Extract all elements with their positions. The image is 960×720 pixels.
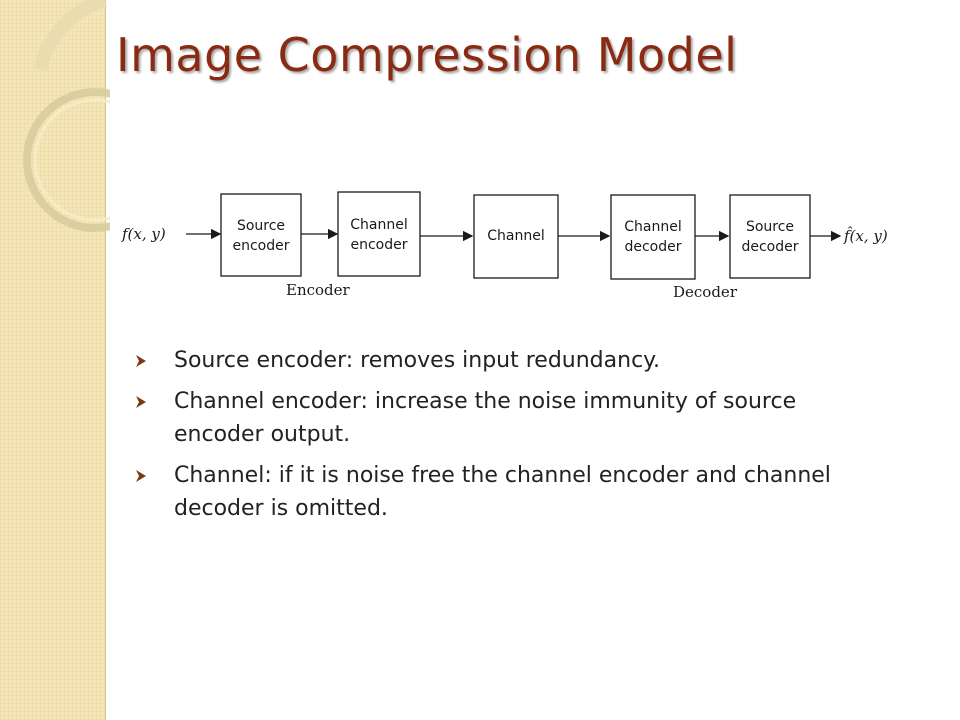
bullet-item: Channel encoder: increase the noise immu… <box>134 385 834 451</box>
decoder-group-label: Decoder <box>673 283 738 301</box>
source-encoder-label-line1: Source <box>237 218 285 234</box>
channel-encoder-block <box>337 191 421 277</box>
bullet-text: Source encoder: removes input redundancy… <box>174 348 661 373</box>
bullet-text: Channel: if it is noise free the channel… <box>174 463 831 521</box>
bullet-item: Channel: if it is noise free the channel… <box>134 459 834 525</box>
channel-encoder-label-line2: encoder <box>350 237 407 253</box>
slide-title: Image Compression Model <box>116 28 738 82</box>
channel-label: Channel <box>487 228 544 244</box>
source-decoder-label-line2: decoder <box>741 239 798 255</box>
decorative-rings <box>23 0 110 232</box>
channel-decoder-block <box>610 194 696 280</box>
decorative-side-band <box>0 0 106 720</box>
arrow-bullet-icon <box>136 355 146 367</box>
channel-encoder-label-line1: Channel <box>350 217 407 233</box>
channel-decoder-label-line1: Channel <box>624 219 681 235</box>
output-signal-label: f̂(x, y) <box>843 227 888 245</box>
compression-model-diagram: f(x, y) Source encoder Channel encoder C… <box>121 191 888 301</box>
channel-decoder-label-line2: decoder <box>624 239 681 255</box>
bullet-text: Channel encoder: increase the noise immu… <box>174 389 797 447</box>
arrow-bullet-icon <box>136 470 146 482</box>
bullet-list: Source encoder: removes input redundancy… <box>134 344 834 533</box>
source-decoder-block <box>729 194 811 279</box>
encoder-group-label: Encoder <box>286 281 351 299</box>
arrow-bullet-icon <box>136 396 146 408</box>
bullet-item: Source encoder: removes input redundancy… <box>134 344 834 377</box>
input-signal-label: f(x, y) <box>121 225 166 243</box>
source-encoder-label-line2: encoder <box>232 238 289 254</box>
source-decoder-label-line1: Source <box>746 219 794 235</box>
source-encoder-block <box>220 193 302 277</box>
